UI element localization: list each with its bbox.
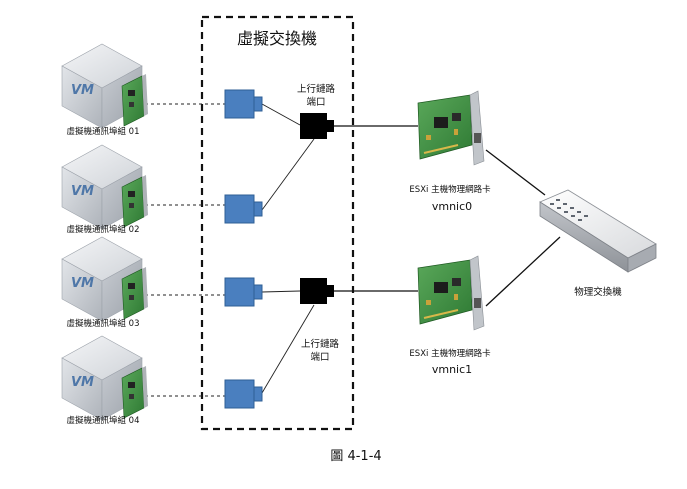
- nic-name-1: vmnic0: [432, 200, 472, 213]
- uplink-label-2-line1: 上行鏈路: [301, 338, 340, 350]
- vm-label-2: 虛擬機通訊埠組 02: [66, 224, 139, 235]
- port-uplink-link-1: [261, 103, 301, 126]
- uplink-port-1: [300, 113, 334, 139]
- vm-port-links: [145, 103, 225, 397]
- port-uplink-link-2: [261, 138, 315, 211]
- nic-switch-links: [485, 149, 561, 307]
- port-uplink-link-4: [261, 304, 315, 394]
- vswitch-frame: [200, 15, 355, 431]
- nic-card-1: [417, 90, 485, 166]
- port-group-4: [224, 379, 263, 409]
- uplink-label-1-line1: 上行鏈路: [297, 83, 336, 95]
- nic-label-2: ESXi 主機物理網路卡: [409, 348, 491, 359]
- vswitch-title: 虛擬交換機: [237, 29, 317, 48]
- port-uplink-link-3: [261, 290, 301, 293]
- vm-badge-4: VM: [71, 375, 94, 390]
- uplink-label-1-line2: 端口: [306, 96, 325, 108]
- nic-switch-link-1: [485, 149, 546, 196]
- vm-label-4: 虛擬機通訊埠組 04: [66, 415, 139, 426]
- nic-name-2: vmnic1: [432, 363, 472, 376]
- nic-switch-link-2: [485, 236, 561, 307]
- nic-label-1: ESXi 主機物理網路卡: [409, 184, 491, 195]
- vm-cube-1: VM: [61, 43, 148, 129]
- vm-label-1: 虛擬機通訊埠組 01: [66, 126, 139, 137]
- vm-badge-3: VM: [71, 276, 94, 291]
- uplink-port-2: [300, 278, 334, 304]
- vm-cube-2: VM: [61, 144, 148, 230]
- physical-switch-label: 物理交換機: [574, 286, 622, 298]
- figure-caption: 圖 4-1-4: [330, 449, 381, 464]
- vm-label-3: 虛擬機通訊埠組 03: [66, 318, 139, 329]
- vm-badge-1: VM: [71, 83, 94, 98]
- vm-cube-3: VM: [61, 236, 148, 322]
- port-group-1: [224, 89, 263, 119]
- uplink-label-2-line2: 端口: [310, 351, 329, 363]
- nic-card-2: [417, 255, 485, 331]
- uplink-nic-links: [334, 125, 418, 292]
- vm-badge-2: VM: [71, 184, 94, 199]
- port-group-3: [224, 277, 263, 307]
- physical-switch: [539, 189, 657, 273]
- port-uplink-links: [261, 103, 315, 394]
- vm-cube-4: VM: [61, 335, 148, 421]
- port-group-2: [224, 194, 263, 224]
